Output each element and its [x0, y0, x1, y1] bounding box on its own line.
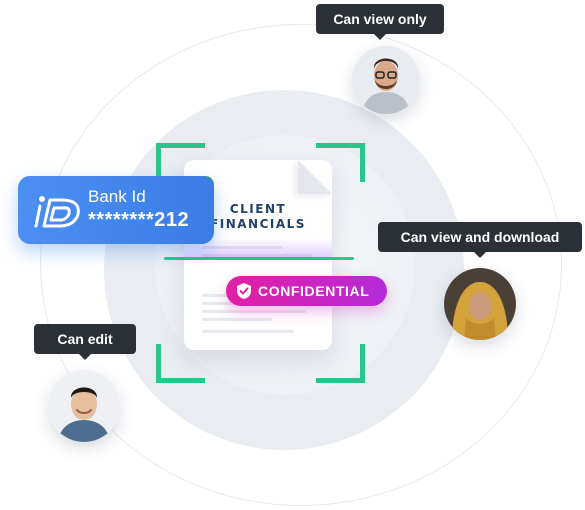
scan-bracket-top-left — [156, 143, 205, 182]
bank-id-card[interactable]: Bank Id ********212 — [18, 176, 214, 244]
scan-bracket-bottom-left — [156, 344, 205, 383]
tooltip-edit: Can edit — [34, 324, 136, 360]
confidential-badge: CONFIDENTIAL — [226, 276, 387, 306]
outer-ring — [40, 24, 562, 506]
scan-bracket-top-right — [316, 143, 365, 182]
tooltip-view-and-download: Can view and download — [378, 222, 582, 258]
bank-id-logo-icon — [34, 196, 80, 228]
avatar-view-only-user[interactable] — [352, 46, 420, 114]
scan-bracket-bottom-right — [316, 344, 365, 383]
document-line — [202, 246, 282, 249]
document-fold — [298, 160, 332, 194]
document-title-line2: FINANCIALS — [210, 217, 306, 231]
scan-line — [164, 257, 354, 260]
document-line — [202, 254, 312, 257]
confidential-label: CONFIDENTIAL — [258, 283, 370, 299]
document-title: CLIENT FINANCIALS — [184, 202, 332, 232]
avatar-man-smiling — [48, 370, 120, 442]
document-line — [202, 330, 294, 333]
document-title-line1: CLIENT — [229, 202, 287, 216]
avatar-woman-hijab — [444, 268, 516, 340]
avatar-view-download-user[interactable] — [444, 268, 516, 340]
tooltip-view-only: Can view only — [316, 4, 444, 40]
document-line — [202, 318, 272, 321]
bank-id-name: Bank Id — [88, 187, 146, 206]
bank-id-number: ********212 — [88, 209, 190, 231]
scan-glow — [184, 238, 332, 258]
avatar-man-glasses — [352, 46, 420, 114]
avatar-edit-user[interactable] — [48, 370, 120, 442]
document-line — [202, 310, 306, 313]
shield-check-icon — [237, 283, 251, 299]
